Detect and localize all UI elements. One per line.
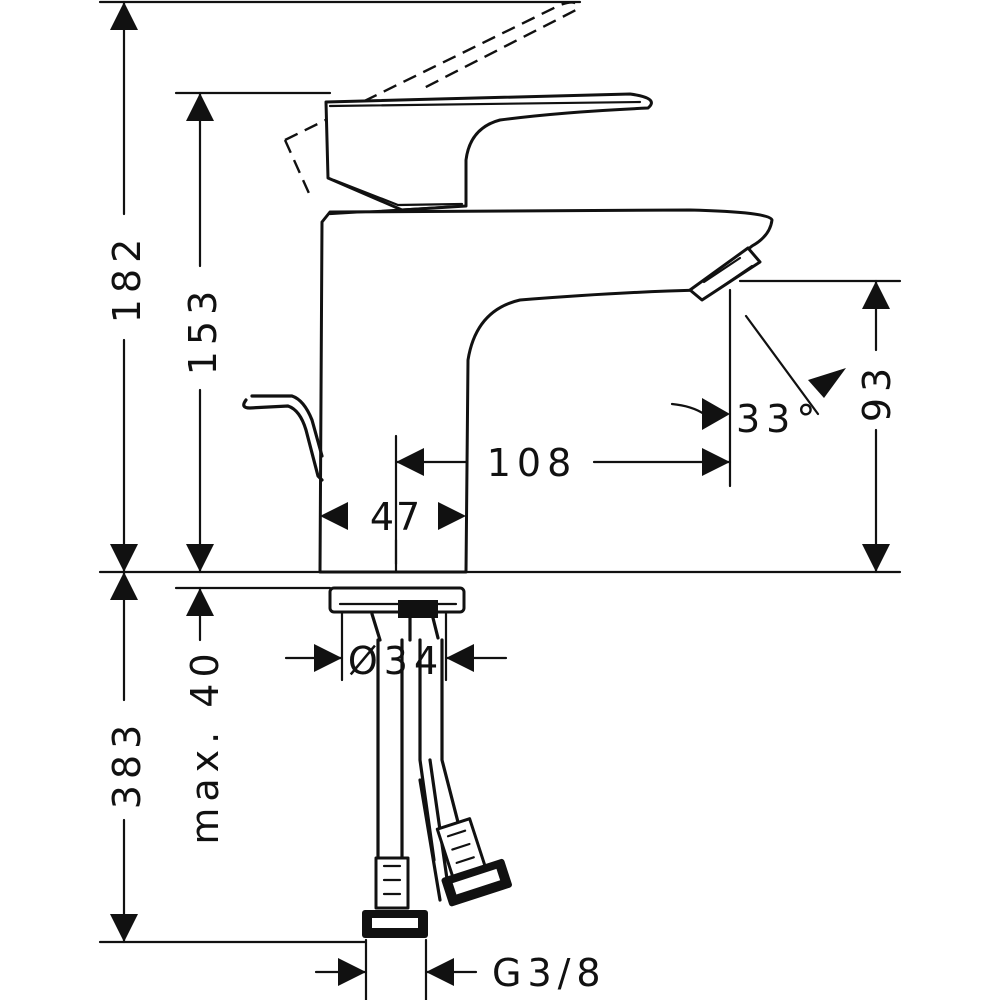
dimension-labels: 182 153 93 108 47 33° Ø34 max. 40 383 G3… xyxy=(105,233,899,995)
faucet xyxy=(242,1,774,938)
label-body-width: 47 xyxy=(370,495,422,539)
label-hose-length: 383 xyxy=(105,719,149,810)
label-total-height: 182 xyxy=(105,233,149,324)
pop-up-rod xyxy=(242,394,324,482)
label-spout-reach: 108 xyxy=(487,441,578,485)
lever-handle xyxy=(324,92,653,212)
label-connection-thread: G3/8 xyxy=(492,951,607,995)
aerator xyxy=(688,246,762,302)
mounting-base xyxy=(328,586,466,642)
label-spout-angle: 33° xyxy=(736,397,821,441)
supply-hoses xyxy=(362,638,512,938)
dimension-lines xyxy=(98,0,902,1000)
faucet-body xyxy=(318,208,774,574)
label-handle-height: 153 xyxy=(181,285,225,376)
label-spout-height: 93 xyxy=(855,362,899,422)
label-base-diameter: Ø34 xyxy=(348,639,444,683)
label-max-thickness: max. 40 xyxy=(183,647,227,844)
